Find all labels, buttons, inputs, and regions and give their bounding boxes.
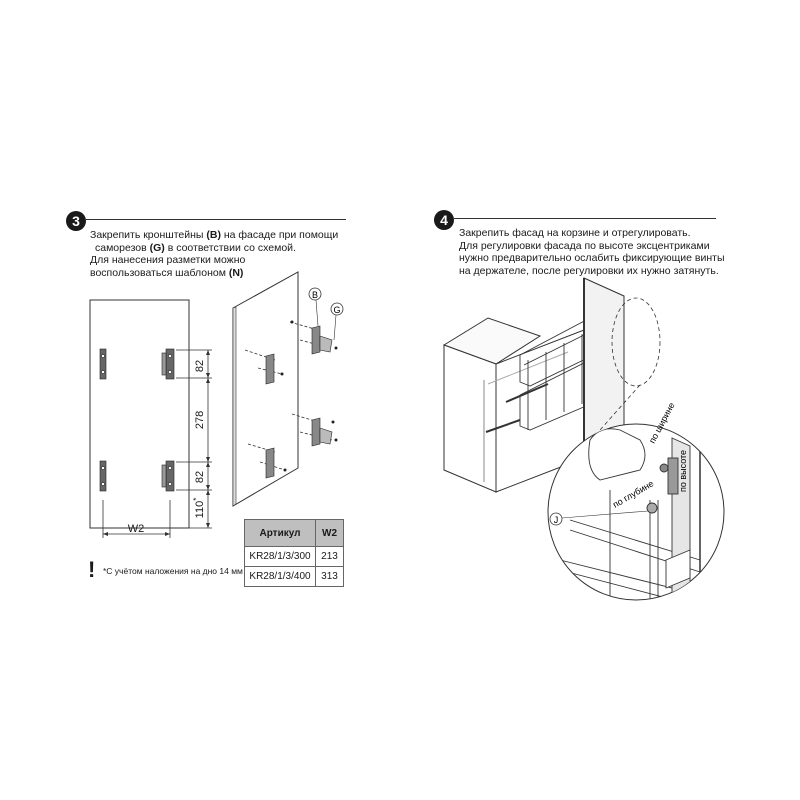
- table-header-article: Артикул: [244, 519, 316, 547]
- step-4-rule: [454, 218, 716, 219]
- step-3-instructions: Закрепить кронштейны (B) на фасаде при п…: [90, 229, 338, 279]
- bracket-left-bottom: [265, 447, 275, 479]
- step-3-line-3: Для нанесения разметки можно: [90, 254, 246, 266]
- step-4-line-2: Для регулировки фасада по высоте эксцент…: [459, 239, 710, 252]
- step-3-line-2: саморезов (G) в соответствии со схемой.: [95, 241, 296, 254]
- callout-b-label: B: [312, 290, 318, 300]
- screws: [280, 320, 338, 472]
- table-row: KR28/1/3/300 213: [244, 546, 344, 567]
- bracket-b-bottom: [311, 417, 333, 447]
- step-4-instructions: Закрепить фасад на корзине и отрегулиров…: [459, 227, 725, 277]
- step-4-number: 4: [434, 210, 454, 230]
- callout-b: [308, 287, 322, 301]
- panel-bracket-bottom-left: [99, 460, 107, 492]
- dim-110: 110*: [192, 498, 206, 519]
- panel-bracket-top-left: [99, 348, 107, 380]
- bracket-left-top: [265, 353, 275, 385]
- panel-bracket-bottom-right: [161, 460, 175, 492]
- callout-g: [330, 302, 344, 316]
- dim-278: 278: [194, 411, 206, 429]
- step-4-line-1: Закрепить фасад на корзине и отрегулиров…: [459, 227, 691, 239]
- warning-mark: !: [88, 557, 96, 582]
- step-3-rule: [86, 219, 346, 220]
- step-4-line-3: нужно предварительно ослабить фиксирующи…: [459, 252, 725, 264]
- facade-panel: [89, 299, 190, 529]
- step-3-line-1: Закрепить кронштейны (B) на фасаде при п…: [90, 229, 339, 241]
- dim-w2: W2: [128, 523, 145, 535]
- label-height: по высоте: [678, 450, 688, 492]
- callout-j: [549, 512, 563, 526]
- dim-82-top: 82: [194, 360, 206, 372]
- panel-bracket-top-right: [161, 348, 175, 380]
- callout-g-label: G: [333, 305, 340, 315]
- table-row: KR28/1/3/400 313: [244, 566, 344, 587]
- step-3-number: 3: [66, 211, 86, 231]
- dim-82-bottom: 82: [194, 471, 206, 483]
- callout-j-label: J: [554, 515, 559, 525]
- article-table: Артикул W2 KR28/1/3/300 213 KR28/1/3/400…: [244, 519, 344, 587]
- footnote: *С учётом наложения на дно 14 мм: [103, 566, 243, 576]
- step-4-line-4: на держателе, после регулировки их нужно…: [459, 264, 719, 277]
- bracket-b-top: [311, 325, 333, 355]
- table-cell: 313: [315, 566, 344, 587]
- step-3-line-4: воспользоваться шаблоном (N): [90, 266, 244, 279]
